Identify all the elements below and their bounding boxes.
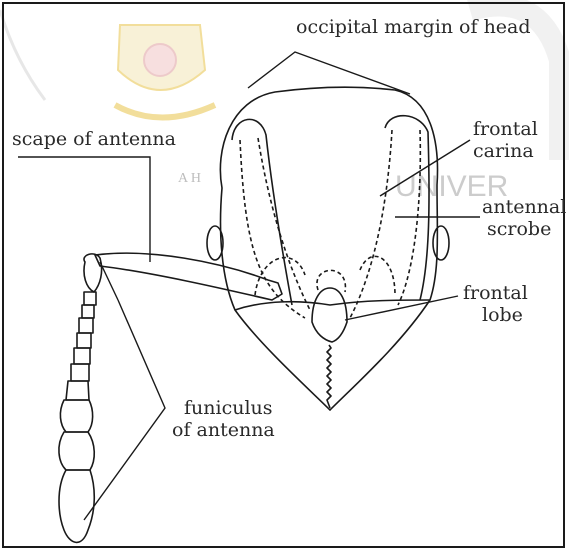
label-antennal-scrobe-line1: antennal xyxy=(482,196,566,218)
label-antennal-scrobe-line2: scrobe xyxy=(487,218,551,240)
label-funiculus-line2: of antenna xyxy=(172,419,275,441)
label-frontal-carina-line2: carina xyxy=(473,140,534,162)
label-funiculus-line1: funiculus xyxy=(184,397,273,419)
label-frontal-lobe-line1: frontal xyxy=(463,282,528,304)
label-frontal-carina-line1: frontal xyxy=(473,118,538,140)
label-frontal-lobe-line2: lobe xyxy=(482,304,523,326)
label-occipital-margin: occipital margin of head xyxy=(296,16,531,38)
image-border xyxy=(2,2,565,548)
label-scape-of-antenna: scape of antenna xyxy=(12,128,176,150)
